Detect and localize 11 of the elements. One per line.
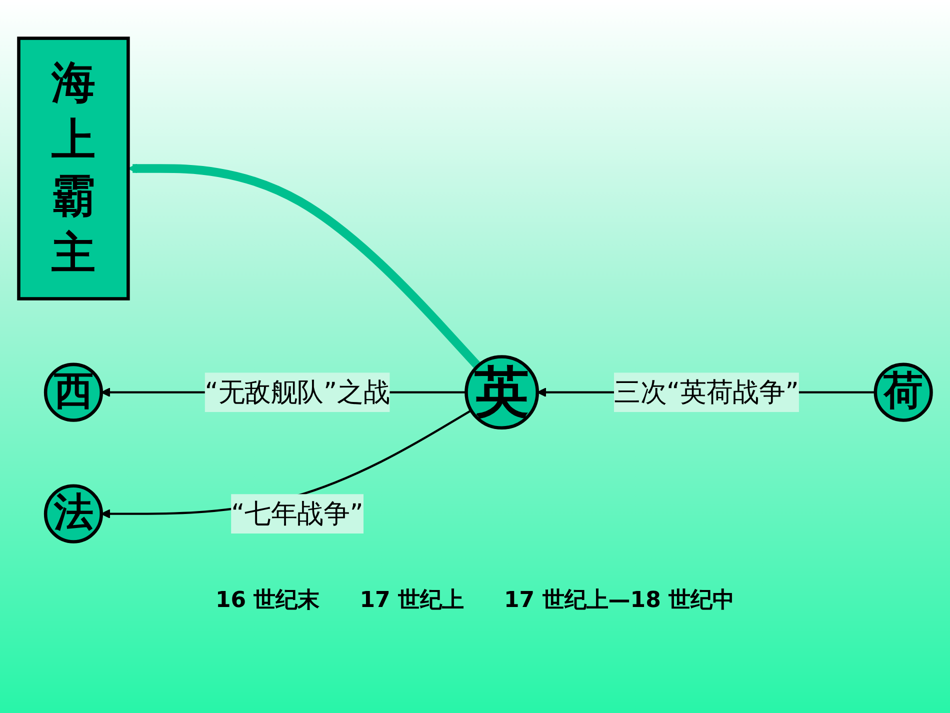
arrow bbox=[128, 164, 482, 370]
time-note: 17 世纪上—18 世纪中 bbox=[504, 587, 735, 615]
edge-label: 三次“英荷战争” bbox=[614, 377, 799, 408]
node-circle: 法 bbox=[44, 484, 104, 544]
node-circle: 西 bbox=[44, 362, 104, 422]
node-circle: 荷 bbox=[874, 362, 933, 422]
edge-label: “七年战争” bbox=[231, 498, 364, 530]
node-box: 海上霸主 bbox=[17, 36, 130, 300]
node-circle: 英 bbox=[464, 355, 540, 430]
time-note: 17 世纪上 bbox=[360, 587, 464, 615]
time-note: 16 世纪末 bbox=[215, 587, 320, 615]
